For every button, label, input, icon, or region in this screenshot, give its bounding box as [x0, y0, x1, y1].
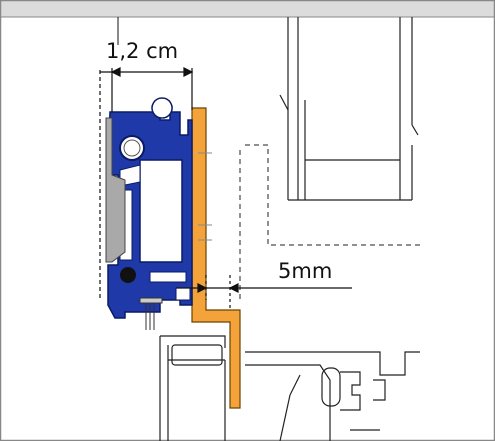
orange-strip — [191, 107, 241, 409]
top-bar — [0, 0, 495, 17]
window-frame-outline — [279, 17, 419, 201]
dashed-outline — [239, 144, 420, 300]
width-dimension — [99, 17, 194, 300]
gap-dimension — [176, 275, 352, 310]
gap-dimension-label: 5mm — [278, 259, 332, 283]
width-dimension-label: 1,2 cm — [106, 39, 178, 63]
fixing-screw — [139, 297, 163, 330]
lower-profile — [159, 335, 420, 441]
gray-insert — [105, 117, 126, 263]
strip-tick-marks — [198, 152, 212, 241]
